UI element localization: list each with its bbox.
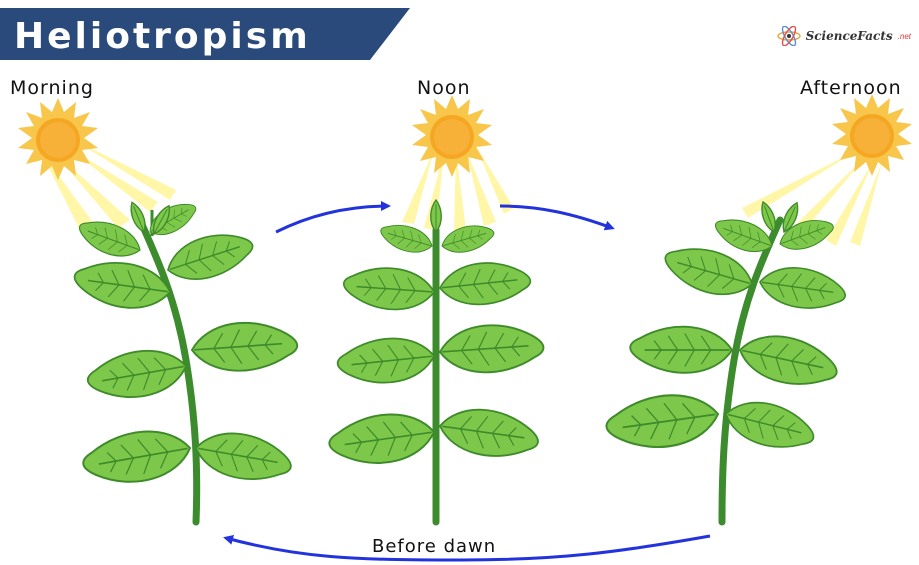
plant-noon: [326, 200, 544, 522]
arrow-noon-to-afternoon: [500, 206, 612, 228]
arrow-before-dawn: [226, 536, 710, 560]
plant-afternoon: [603, 200, 848, 522]
sun-noon-icon: [412, 95, 492, 177]
plant-morning: [71, 196, 298, 522]
sun-morning-icon: [18, 98, 98, 180]
arrow-morning-to-noon: [276, 206, 388, 232]
sun-afternoon-icon: [832, 94, 912, 176]
